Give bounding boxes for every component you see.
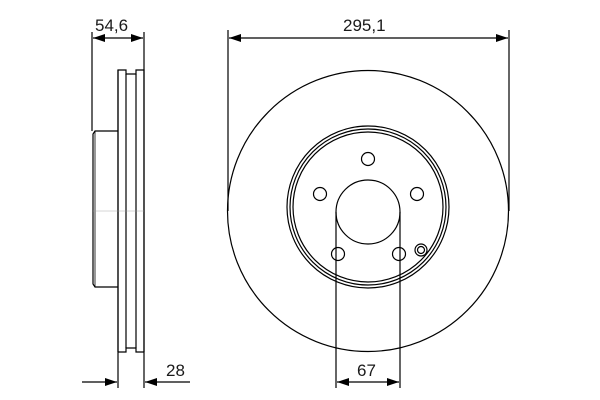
dim-label-disc-thickness: 28 — [166, 361, 185, 380]
bolt-hole-bottom-left — [330, 246, 346, 262]
side-view — [91, 32, 145, 388]
locator-hole-outer — [414, 243, 428, 257]
front-view — [226, 30, 510, 388]
hub-ring-middle — [289, 128, 447, 286]
bolt-hole-bottom-right — [391, 246, 407, 262]
hub-ring-inner — [292, 131, 444, 283]
bolt-hole-left — [312, 186, 328, 202]
bolt-hole-top — [360, 151, 376, 167]
disc-outer-profile — [117, 69, 145, 388]
dim-label-outer-diameter: 295,1 — [343, 16, 386, 35]
hub-ring-outer — [286, 125, 450, 289]
hub-hat-profile — [92, 130, 118, 288]
center-bore — [335, 179, 401, 245]
dim-label-bore-diameter: 67 — [357, 361, 376, 380]
locator-hole-inner — [416, 245, 426, 255]
bolt-hole-right — [409, 186, 425, 202]
dim-label-overall-height: 54,6 — [95, 16, 129, 35]
outer-disc-edge — [226, 69, 510, 353]
